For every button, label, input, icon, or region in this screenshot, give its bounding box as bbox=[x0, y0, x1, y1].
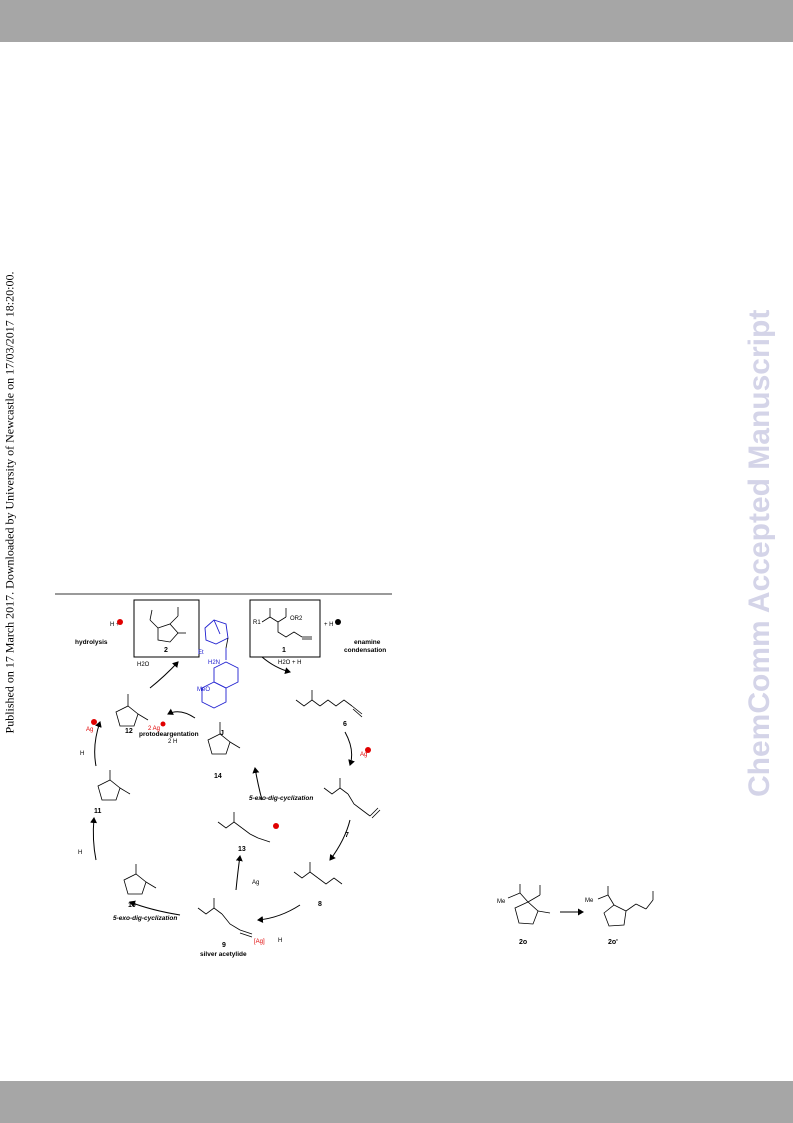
label-cyclization-outer: 5-exo-dig-cyclization bbox=[113, 915, 177, 922]
label-compound-13: 13 bbox=[238, 846, 246, 853]
reagent-h-plus-right: + H bbox=[324, 622, 334, 628]
label-compound-14: 14 bbox=[214, 773, 222, 780]
J-quinuclidine-bond bbox=[225, 637, 229, 649]
group-meo: MeO bbox=[197, 687, 210, 693]
structure-2o bbox=[507, 884, 551, 925]
reagent-ag-7: Ag bbox=[360, 752, 367, 758]
structure-9 bbox=[197, 898, 253, 938]
reagent-ag-13: Ag bbox=[252, 880, 259, 886]
reagent-h-11: H bbox=[80, 751, 84, 757]
label-compound-11: 11 bbox=[94, 808, 102, 815]
label-compound-2: 2 bbox=[164, 647, 168, 654]
footer-bar bbox=[0, 1081, 793, 1123]
structure-14 bbox=[207, 722, 241, 755]
label-compound-6: 6 bbox=[343, 721, 347, 728]
cycle-arrows bbox=[90, 656, 355, 924]
charge-markers bbox=[91, 619, 371, 829]
structure-2o-prime bbox=[597, 886, 654, 927]
label-hydrolysis: hydrolysis bbox=[75, 639, 108, 646]
label-compound-10: 10 bbox=[128, 902, 136, 909]
group-or2: OR2 bbox=[290, 616, 303, 622]
label-protodeargentation: protodeargentation bbox=[139, 731, 199, 738]
reagent-h-9: H bbox=[278, 938, 282, 944]
reagent-ag-11: Ag bbox=[86, 727, 93, 733]
label-compound-2o-prime: 2o' bbox=[608, 939, 618, 946]
group-me-2o: Me bbox=[497, 899, 506, 905]
label-enamine: enamine bbox=[354, 639, 381, 646]
label-compound-2o: 2o bbox=[519, 939, 527, 946]
group-ag-bracket: [Ag] bbox=[254, 939, 265, 945]
structure-10 bbox=[123, 864, 157, 895]
label-compound-7: 7 bbox=[345, 832, 349, 839]
reagent-h2o: H2O bbox=[137, 662, 150, 668]
label-compound-1: 1 bbox=[282, 647, 286, 654]
structure-1 bbox=[261, 608, 312, 640]
reagent-h2o-h: H2O + H bbox=[278, 660, 302, 666]
label-cyclization-inner: 5-exo-dig-cyclization bbox=[249, 795, 313, 802]
label-compound-9: 9 bbox=[222, 942, 226, 949]
header-bar bbox=[0, 0, 793, 42]
label-compound-12: 12 bbox=[125, 728, 133, 735]
reagent-two-ag: 2 Ag bbox=[148, 726, 160, 732]
reagent-two-h: 2 H bbox=[168, 739, 177, 745]
group-h2n: H2N bbox=[208, 660, 220, 666]
box-compound-2 bbox=[133, 599, 200, 658]
group-me-2o-prime: Me bbox=[585, 898, 594, 904]
structure-13 bbox=[217, 812, 271, 843]
structure-11 bbox=[97, 770, 131, 801]
reagent-h-plus-left: H + bbox=[110, 622, 120, 628]
box-compound-1 bbox=[249, 599, 321, 658]
structure-12 bbox=[115, 694, 149, 727]
label-compound-J: J bbox=[220, 730, 224, 737]
label-silver-acetylide: silver acetylide bbox=[200, 951, 247, 958]
structure-6 bbox=[295, 690, 363, 718]
reagent-h-10: H bbox=[78, 850, 82, 856]
group-r1: R1 bbox=[253, 620, 261, 626]
structure-2 bbox=[149, 607, 186, 643]
structure-8 bbox=[293, 862, 343, 885]
label-compound-8: 8 bbox=[318, 901, 322, 908]
structure-7 bbox=[323, 778, 381, 819]
label-condensation: condensation bbox=[344, 647, 386, 654]
group-et: Et bbox=[198, 650, 204, 656]
